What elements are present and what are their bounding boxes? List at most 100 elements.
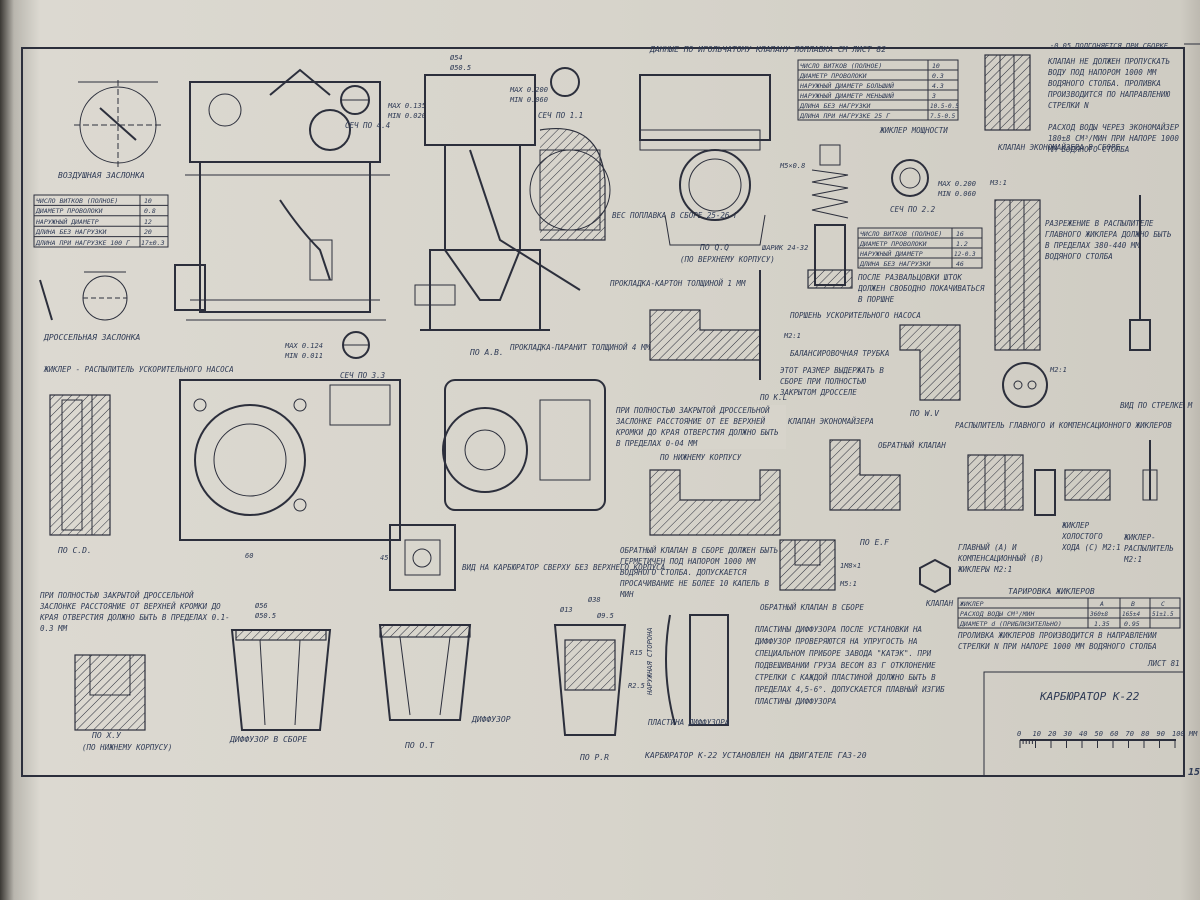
sheet-frame: [21, 47, 1185, 777]
view-cd-body: 60: [179, 379, 401, 560]
table-header: А: [1099, 600, 1104, 608]
table-cell: РАСХОД ВОДЫ СМ³/МИН: [960, 610, 1034, 618]
dim-label: 45: [380, 554, 388, 562]
dim-min: MIN 0.011: [284, 352, 323, 360]
table-cell: ДЛИНА ПРИ НАГРУЗКЕ 100 Г: [35, 239, 131, 247]
view-kl-label: ПО К.L: [759, 393, 787, 402]
scale-tick-label: 50: [1095, 730, 1103, 738]
table-cell: 0.95: [1124, 620, 1140, 628]
ball-label: ШАРИК 24-32: [761, 244, 808, 252]
diffuser-assembly-view: Ø56 Ø50.5 ДИФФУЗОР В СБОРЕ: [229, 602, 332, 744]
table-cell: 51±1.5: [1152, 611, 1174, 618]
view-qq-cross: 45: [380, 524, 456, 591]
view-ot-label: ПО О.Т: [404, 741, 435, 750]
plates-text: ПЛАСТИНЫ ДИФФУЗОРА ПОСЛЕ УСТАНОВКИ НА ДИ…: [755, 625, 945, 706]
scale-tick-label: 0: [1017, 730, 1021, 738]
sec-11-label: СЕЧ ПО 1.1: [538, 111, 583, 120]
table-cell: ДИАМЕТР d (ПРИБЛИЗИТЕЛЬНО): [959, 620, 1062, 628]
view-xy-label: ПО Х.У: [91, 731, 122, 740]
pump-piston-view: M5×0.8 ПОРШЕНЬ УСКОРИТЕЛЬНОГО НАСОСА: [779, 144, 921, 320]
outer-side-label: НАРУЖНАЯ СТОРОНА: [646, 628, 654, 696]
balance-tube-label: БАЛАНСИРОВОЧНАЯ ТРУБКА: [790, 349, 889, 358]
throttle-label: ДРОССЕЛЬНАЯ ЗАСЛОНКА: [43, 333, 141, 342]
needle-valve-note: ДАННЫЕ ПО ИГОЛЬЧАТОМУ КЛАПАНУ ПОПЛАВКА С…: [649, 45, 886, 54]
table-cell: 4.3: [932, 82, 944, 90]
jet-proliv-note: ПРОЛИВКА ЖИКЛЕРОВ ПРОИЗВОДИТСЯ В НАПРАВЛ…: [958, 631, 1157, 651]
air-damper-view: ВОЗДУШНАЯ ЗАСЛОНКА: [58, 80, 162, 180]
throttle-gap-note: ПРИ ПОЛНОСТЬЮ ЗАКРЫТОЙ ДРОССЕЛЬНОЙ ЗАСЛО…: [40, 591, 230, 752]
sprayer-jet-label: ЖИКЛЕР- РАСПЫЛИТЕЛЬ М2:1: [1124, 533, 1174, 564]
fit-note: -0.05 ПОДГОНЯЕТСЯ ПРИ СБОРКЕ: [1050, 42, 1169, 50]
diffuser-asm-label: ДИФФУЗОР В СБОРЕ: [229, 735, 307, 744]
gasket-paranit-label: ПРОКЛАДКА-ПАРАНИТ ТОЛЩИНОЙ 4 ММ: [509, 343, 650, 352]
main-comp-jets-label: ГЛАВНЫЙ (А) И КОМПЕНСАЦИОННЫЙ (В) ЖИКЛЕР…: [958, 543, 1044, 574]
gasket-karton-label: ПРОКЛАДКА-КАРТОН ТОЛЩИНОЙ 1 ММ: [609, 279, 746, 288]
dim-d50: Ø50.5: [450, 64, 471, 72]
table-cell: ЧИСЛО ВИТКОВ (ПОЛНОЕ): [860, 230, 942, 238]
table-cell: 0.8: [144, 207, 156, 215]
scale-tick-label: 90: [1157, 730, 1165, 738]
view-xy-sub: (ПО НИЖНЕМУ КОРПУСУ): [82, 743, 172, 752]
view-lower-label: ПО НИЖНЕМУ КОРПУСУ: [659, 453, 742, 462]
check-valve-asm-label: ОБРАТНЫЙ КЛАПАН В СБОРЕ: [760, 603, 864, 612]
scale-m31: M3:1: [989, 179, 1007, 187]
valve-hex-view: КЛАПАН: [919, 558, 954, 608]
section-11: МАХ 0.200 MIN 0.060 СЕЧ ПО 1.1: [509, 67, 583, 120]
table-cell: НАРУЖНЫЙ ДИАМЕТР БОЛЬШИЙ: [799, 81, 894, 90]
air-damper-label: ВОЗДУШНАЯ ЗАСЛОНКА: [58, 171, 145, 180]
check-valve-seal-note: ОБРАТНЫЙ КЛАПАН В СБОРЕ ДОЛЖЕН БЫТЬ ГЕРМ…: [620, 546, 778, 599]
table-cell: 1.2: [956, 240, 968, 248]
sheet-number: ЛИСТ 81: [1147, 659, 1180, 668]
table-header: В: [1131, 600, 1135, 608]
table-cell: 3: [931, 92, 936, 100]
title: КАРБЮРАТОР К-22: [1039, 690, 1140, 703]
dim-min: MIN 0.060: [509, 96, 548, 104]
scale-tick-label: 70: [1126, 730, 1134, 738]
table-header: ЖИКЛЕР: [959, 600, 984, 608]
scale-tick-label: 30: [1063, 730, 1072, 738]
valve-label: КЛАПАН: [925, 599, 954, 608]
bottom-note: КАРБЮРАТОР К-22 УСТАНОВЛЕН НА ДВИГАТЕЛЕ …: [644, 751, 867, 760]
throttle-closed-note-2: ПРИ ПОЛНОСТЬЮ ЗАКРЫТОЙ ДРОССЕЛЬНОЙ ЗАСЛО…: [40, 591, 230, 633]
dim-max: МАХ 0.200: [509, 86, 548, 94]
view-cd-label: ПО С.D.: [57, 546, 92, 555]
dim-m18: 1M8×1: [840, 562, 861, 570]
scale-tick-label: 80: [1141, 730, 1149, 738]
view-kl: ПРИ ПОЛНОСТЬЮ ЗАКРЫТОЙ ДРОССЕЛЬНОЙ ПРИ П…: [616, 393, 787, 536]
econ-spring-table: ЧИСЛО ВИТКОВ (ПОЛНОЕ) 10 ДИАМЕТР ПРОВОЛО…: [797, 59, 959, 121]
table-cell: ЧИСЛО ВИТКОВ (ПОЛНОЕ): [800, 62, 882, 70]
accel-jet-label: ЖИКЛЕР - РАСПЫЛИТЕЛЬ УСКОРИТЕЛЬНОГО НАСО…: [43, 365, 234, 374]
table-cell: 10.5-0.5: [930, 103, 959, 110]
air-spring-table: ЧИСЛО ВИТКОВ (ПОЛНОЕ) 10 ДИАМЕТР ПРОВОЛО…: [33, 194, 169, 248]
vacuum-note: РАЗРЕЖЕНИЕ В РАСПЫЛИТЕЛЕ ГЛАВНОГО ЖИКЛЕР…: [1045, 219, 1172, 261]
table-cell: ДИАМЕТР ПРОВОЛОКИ: [859, 240, 927, 248]
dim-d13: Ø13: [560, 606, 573, 614]
dim-label: 60: [245, 552, 253, 560]
calibration-title: ТАРИРОВКА ЖИКЛЕРОВ: [1008, 587, 1095, 596]
check-valve-label: ОБРАТНЫЙ КЛАПАН: [878, 441, 946, 450]
table-cell: 10: [144, 197, 152, 205]
table-cell: ДЛИНА БЕЗ НАГРУЗКИ: [35, 228, 107, 236]
table-cell: 12-0.3: [954, 251, 976, 258]
plates-note: ПЛАСТИНЫ ДИФФУЗОРА ПОСЛЕ УСТАНОВКИ НА ДИ…: [755, 625, 945, 706]
view-ot: ПО О.Т: [378, 624, 472, 750]
table-cell: 0.3: [932, 72, 944, 80]
scale-tick-label: 40: [1079, 730, 1087, 738]
balance-tube-view: M2:1 БАЛАНСИРОВОЧНАЯ ТРУБКА ЭТОТ РАЗМЕР …: [649, 270, 961, 426]
dim-min: MIN 0.060: [937, 190, 976, 198]
view-m-label: ВИД ПО СТРЕЛКЕ М: [1120, 401, 1193, 410]
sec-44-label: СЕЧ ПО 4.4: [345, 121, 390, 130]
sec-22-label: СЕЧ ПО 2.2: [890, 205, 936, 214]
calibration-table: ТАРИРОВКА ЖИКЛЕРОВ ЖИКЛЕР А В С РАСХОД В…: [957, 587, 1181, 668]
size-keep-note: ЭТОТ РАЗМЕР ВЫДЕРЖАТЬ В СБОРЕ ПРИ ПОЛНОС…: [780, 366, 884, 397]
sec-33-label: СЕЧ ПО 3.3: [340, 371, 386, 380]
table-cell: ДИАМЕТР ПРОВОЛОКИ: [799, 72, 867, 80]
table-cell: 1.35: [1094, 620, 1110, 628]
dim-m5: M5×0.8: [779, 162, 805, 170]
scale-m21: M2:1: [783, 332, 801, 340]
table-cell: 12: [144, 218, 152, 226]
